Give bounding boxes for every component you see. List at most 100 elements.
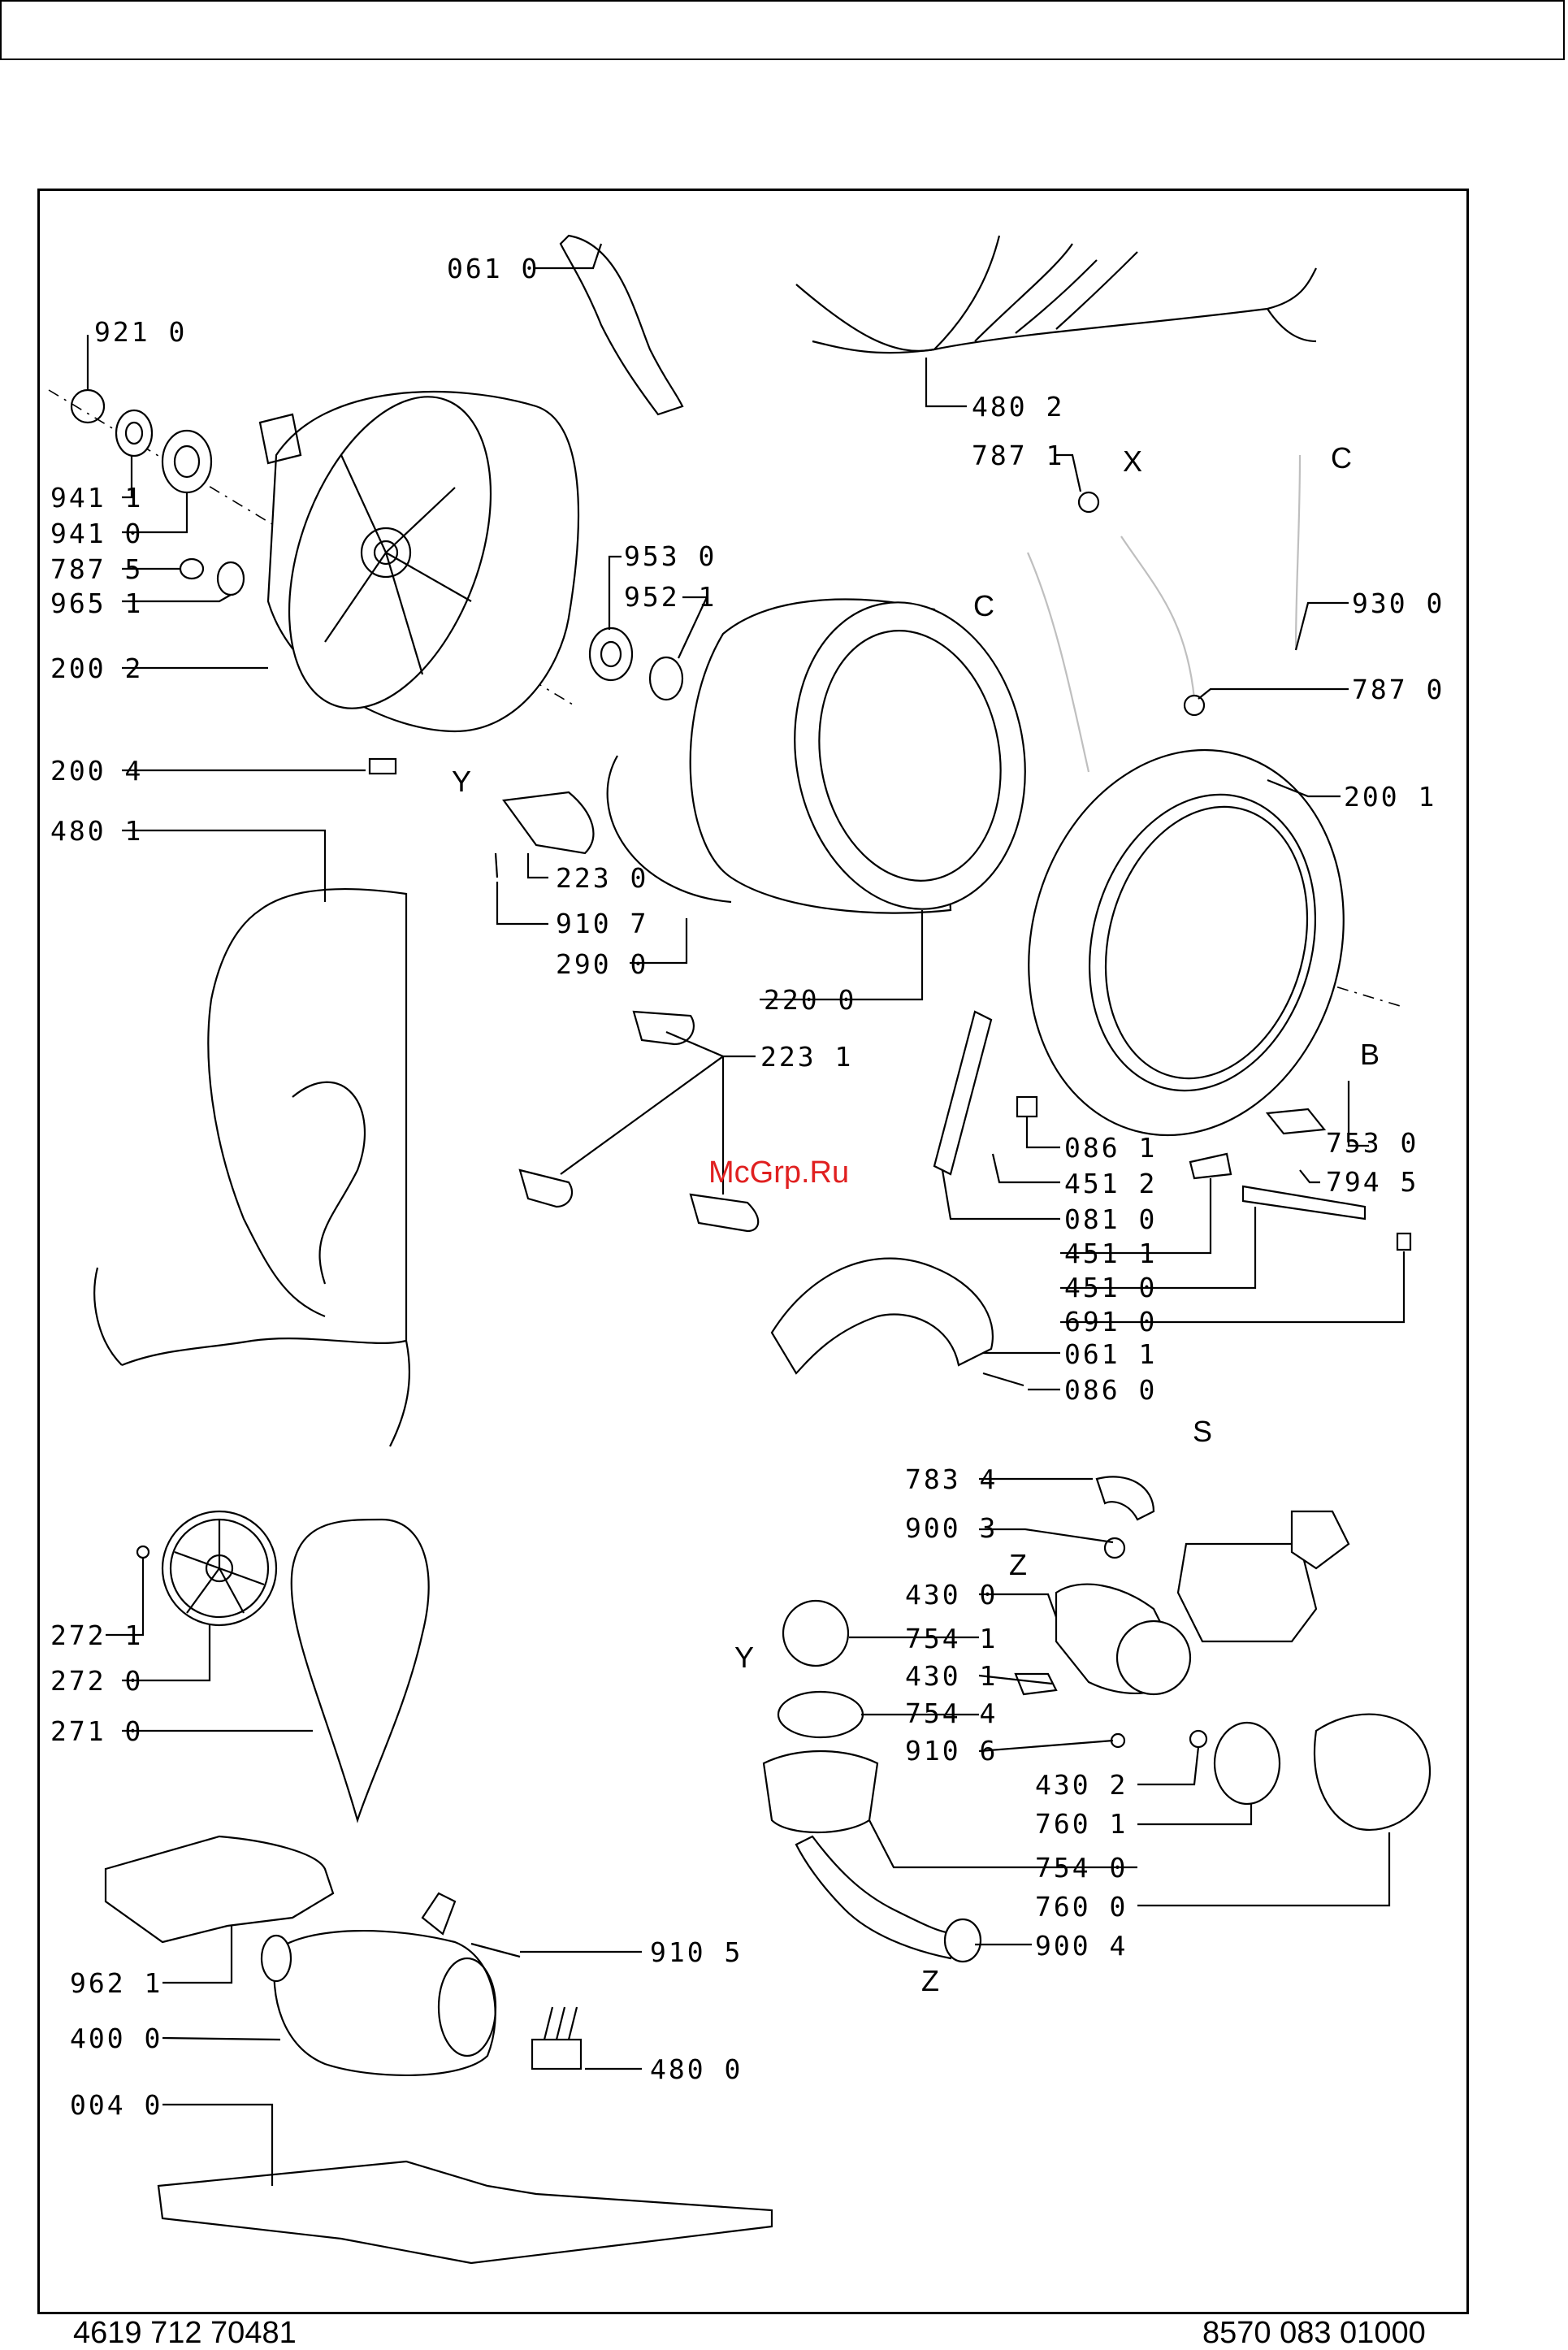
marker-y-top: Y xyxy=(452,765,472,798)
callout-930-0: 930 0 xyxy=(1352,588,1445,619)
callout-200-2: 200 2 xyxy=(50,653,144,684)
base-plate xyxy=(157,2160,773,2265)
callout-086-1: 086 1 xyxy=(1064,1132,1158,1164)
header-box xyxy=(0,0,1565,60)
callout-941-1: 941 1 xyxy=(50,482,144,514)
marker-s: S xyxy=(1193,1415,1213,1448)
callout-430-1: 430 1 xyxy=(905,1660,998,1692)
clamp-900-3 xyxy=(1103,1537,1126,1559)
footer-left-code: 4619 712 70481 xyxy=(73,2316,297,2350)
marker-b: B xyxy=(1360,1038,1380,1071)
bearing-large xyxy=(161,429,213,494)
callout-400-0: 400 0 xyxy=(70,2023,163,2054)
callout-081-0: 081 0 xyxy=(1064,1203,1158,1235)
callout-691-0: 691 0 xyxy=(1064,1306,1158,1338)
callout-754-4: 754 4 xyxy=(905,1697,998,1729)
drain-pump-group xyxy=(1014,1476,1432,1831)
marker-c-left: C xyxy=(973,589,994,622)
callout-430-0: 430 0 xyxy=(905,1579,998,1611)
elbow-783-4 xyxy=(1095,1476,1155,1521)
drive-belt xyxy=(290,1518,430,1823)
callout-451-0: 451 0 xyxy=(1064,1272,1158,1303)
callout-061-0: 061 0 xyxy=(447,253,540,284)
callout-451-2: 451 2 xyxy=(1064,1168,1158,1199)
hose-left xyxy=(1026,552,1090,773)
diagram-frame xyxy=(37,189,1469,2314)
marker-x: X xyxy=(1123,444,1143,478)
footer-right-code: 8570 083 01000 xyxy=(1202,2316,1426,2350)
filter-760-0 xyxy=(1313,1713,1432,1831)
main-harness xyxy=(93,887,411,1447)
callout-480-2: 480 2 xyxy=(972,391,1065,423)
callout-451-1: 451 1 xyxy=(1064,1238,1158,1269)
callout-753-0: 753 0 xyxy=(1326,1127,1419,1159)
clamp-900-4 xyxy=(943,1918,982,1963)
callout-223-1: 223 1 xyxy=(760,1041,854,1073)
callout-061-1: 061 1 xyxy=(1064,1338,1158,1370)
harness-top xyxy=(795,267,1317,352)
callout-760-0: 760 0 xyxy=(1035,1891,1128,1923)
motor-shield xyxy=(104,1835,335,1944)
callout-794-5: 794 5 xyxy=(1326,1166,1419,1198)
callout-941-0: 941 0 xyxy=(50,518,144,549)
callout-480-1: 480 1 xyxy=(50,815,144,847)
ball-754-1 xyxy=(782,1599,850,1667)
watermark: McGrp.Ru xyxy=(708,1155,850,1190)
callout-430-2: 430 2 xyxy=(1035,1769,1128,1801)
callout-004-0: 004 0 xyxy=(70,2089,163,2121)
seal-ring xyxy=(216,561,245,596)
seal-washer xyxy=(648,656,684,701)
bearing-small xyxy=(115,409,154,457)
hose-930 xyxy=(1294,454,1302,651)
callout-290-0: 290 0 xyxy=(556,948,649,980)
lifter-223-1-c xyxy=(689,1193,760,1233)
sump-754-0 xyxy=(762,1749,879,1834)
lifter-223-1-b xyxy=(518,1168,574,1208)
part-691-0 xyxy=(1396,1232,1412,1251)
callout-910-5: 910 5 xyxy=(650,1936,743,1968)
callout-787-0: 787 0 xyxy=(1352,674,1445,705)
callout-200-4: 200 4 xyxy=(50,755,144,787)
part-200-4 xyxy=(368,757,397,775)
callout-783-4: 783 4 xyxy=(905,1463,998,1495)
callout-900-3: 900 3 xyxy=(905,1512,998,1544)
marker-c-right: C xyxy=(1331,441,1352,475)
counterweight-front xyxy=(770,1257,994,1375)
bellows-hose xyxy=(1120,535,1196,700)
bolt-910-5 xyxy=(470,1942,521,1958)
callout-953-0: 953 0 xyxy=(624,540,717,572)
callout-754-0: 754 0 xyxy=(1035,1852,1128,1884)
rear-tub-part xyxy=(258,390,580,733)
callout-921-0: 921 0 xyxy=(94,316,188,348)
pump-motor xyxy=(1176,1542,1318,1643)
callout-910-7: 910 7 xyxy=(556,908,649,939)
sensor-753-0 xyxy=(1265,1108,1327,1135)
callout-962-1: 962 1 xyxy=(70,1967,163,1999)
callout-271-0: 271 0 xyxy=(50,1715,144,1747)
shaft-seal xyxy=(588,627,634,682)
callout-760-1: 760 1 xyxy=(1035,1808,1128,1840)
ring-754-4 xyxy=(777,1690,864,1739)
gasket-760-1 xyxy=(1213,1721,1281,1806)
bolt-272-1 xyxy=(136,1545,150,1559)
front-tub-part xyxy=(1028,748,1345,1137)
callout-220-0: 220 0 xyxy=(764,984,857,1016)
leader-lines xyxy=(86,243,1406,2186)
bolt-086-0 xyxy=(982,1372,1024,1387)
callout-223-0: 223 0 xyxy=(556,862,649,894)
callout-787-5: 787 5 xyxy=(50,553,144,585)
callout-900-4: 900 4 xyxy=(1035,1930,1128,1962)
shock-absorber xyxy=(933,1010,993,1176)
lifter-223-1-a xyxy=(632,1010,695,1046)
callout-754-1: 754 1 xyxy=(905,1623,998,1654)
marker-y-bottom: Y xyxy=(734,1641,755,1674)
clamp-part xyxy=(179,557,205,580)
counterweight-top xyxy=(559,234,684,416)
callout-272-1: 272 1 xyxy=(50,1619,144,1651)
bracket-451-1 xyxy=(1189,1152,1232,1180)
pulley-part xyxy=(161,1510,278,1627)
callout-480-0: 480 0 xyxy=(650,2053,743,2085)
marker-z-top: Z xyxy=(1009,1548,1027,1581)
connector-480-0 xyxy=(531,2038,583,2070)
